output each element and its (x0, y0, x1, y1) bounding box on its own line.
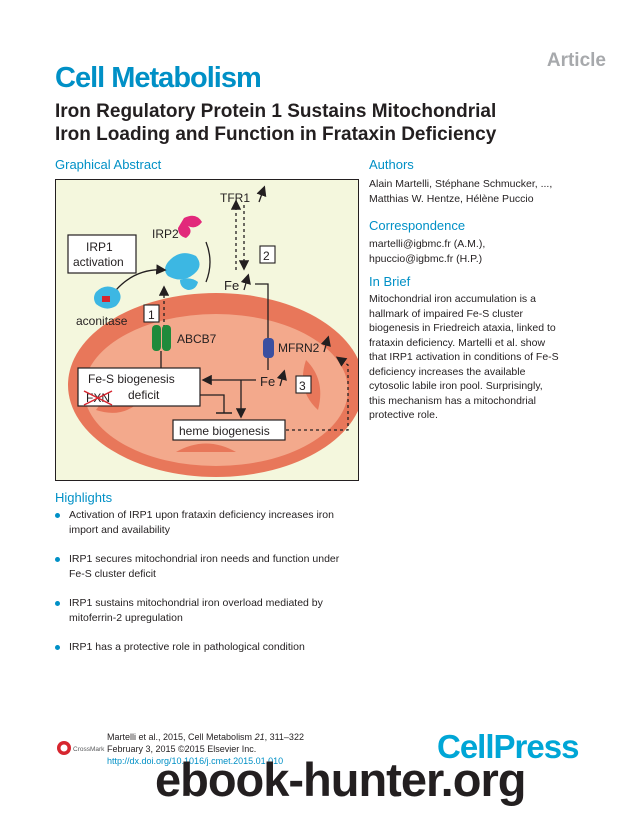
citation-volume: 21 (254, 732, 265, 742)
in-brief-line: cytosolic labile iron pool. Surprisingly… (369, 380, 543, 392)
bullet-icon (55, 513, 60, 518)
citation-block: Martelli et al., 2015, Cell Metabolism 2… (107, 731, 304, 767)
graphical-abstract: TFR1 IRP2 IRP1 activation 2 Fe aconitase… (55, 179, 359, 481)
abcb7-transporter-left (152, 325, 161, 351)
svg-text:CrossMark: CrossMark (73, 746, 105, 753)
irp1-protein-lower (180, 278, 198, 290)
in-brief-heading: In Brief (369, 274, 411, 289)
highlight-item: IRP1 secures mitochondrial iron needs an… (55, 552, 355, 582)
in-brief-line: this mechanism has a mitochondrial (369, 394, 536, 407)
step-2-label: 2 (263, 249, 270, 263)
fe-mito-up-arrow (276, 369, 287, 387)
mfrn2-up-arrow (320, 335, 331, 353)
irp1-activation-line1: IRP1 (86, 240, 113, 254)
graphical-abstract-diagram: TFR1 IRP2 IRP1 activation 2 Fe aconitase… (67, 185, 358, 477)
fxn-cross-2 (83, 390, 113, 406)
article-type-tag: Article (546, 50, 606, 71)
fe-mito-label: Fe (260, 374, 275, 389)
abcb7-transporter-right (162, 325, 171, 351)
authors-line-1: Alain Martelli, Stéphane Schmucker, ..., (369, 178, 553, 190)
in-brief-line: biogenesis in Friedreich ataxia, linked … (369, 322, 556, 334)
highlight-line: IRP1 secures mitochondrial iron needs an… (69, 553, 340, 565)
mfrn2-label: MFRN2 (278, 341, 320, 355)
tfr1-label: TFR1 (220, 191, 250, 205)
fe-to-mfrn2-line (255, 283, 269, 342)
authors-line-2: Matthias W. Hentze, Hélène Puccio (369, 192, 534, 205)
in-brief-line: Mitochondrial iron accumulation is a (369, 293, 536, 305)
fes-biogenesis-line1: Fe-S biogenesis (88, 372, 175, 386)
mfrn2-dashed-feedback (286, 356, 349, 431)
journal-name: Cell Metabolism (55, 62, 262, 94)
bullet-icon (55, 557, 60, 562)
fes-inhibition-line (200, 394, 225, 413)
irp1-activation-line2: activation (73, 255, 124, 269)
authors-list: Alain Martelli, Stéphane Schmucker, ...,… (369, 177, 609, 206)
highlight-line: Fe-S cluster deficit (69, 568, 156, 580)
mfrn2-transporter (263, 338, 274, 358)
highlights-heading: Highlights (55, 490, 113, 505)
highlight-line: mitoferrin-2 upregulation (69, 612, 183, 624)
irp-bracket (205, 241, 211, 283)
activation-arrow (115, 264, 167, 291)
authors-heading: Authors (369, 157, 414, 172)
highlight-item: IRP1 sustains mitochondrial iron overloa… (55, 596, 355, 626)
highlight-item: IRP1 has a protective role in pathologic… (55, 640, 355, 655)
cellpress-logo: CellPress (437, 728, 579, 765)
in-brief-line: frataxin deficiency. Martelli et al. sho… (369, 336, 546, 349)
highlight-line: IRP1 sustains mitochondrial iron overloa… (69, 597, 323, 609)
aconitase-label: aconitase (76, 314, 128, 328)
highlight-line: import and availability (69, 524, 170, 536)
citation-pages: , 311–322 (264, 732, 304, 742)
title-line-2: Iron Loading and Function in Frataxin De… (55, 124, 497, 145)
in-brief-line: hallmark of impaired Fe-S cluster (369, 307, 524, 320)
step-3-box (295, 375, 312, 394)
heme-biogenesis-box (172, 419, 286, 441)
article-title: Iron Regulatory Protein 1 Sustains Mitoc… (55, 100, 575, 146)
title-line-1: Iron Regulatory Protein 1 Sustains Mitoc… (55, 101, 497, 122)
in-brief-line: protective role. (369, 409, 438, 421)
crista (302, 360, 321, 410)
correspondence-line-1[interactable]: martelli@igbmc.fr (A.M.), (369, 238, 486, 250)
bullet-icon (55, 645, 60, 650)
doi-link[interactable]: http://dx.doi.org/10.1016/j.cmet.2015.01… (107, 756, 284, 766)
correspondence-heading: Correspondence (369, 218, 466, 233)
in-brief-text: Mitochondrial iron accumulation is a hal… (369, 292, 614, 423)
crista (176, 443, 236, 452)
irp1-activation-box (67, 234, 137, 274)
highlight-line: IRP1 has a protective role in pathologic… (69, 641, 305, 653)
step-1-label: 1 (148, 308, 155, 322)
irp1-protein (165, 253, 200, 280)
highlights-list: Activation of IRP1 upon frataxin deficie… (55, 508, 355, 669)
aconitase-cluster (102, 296, 110, 302)
in-brief-line: deficiency increases the available (369, 365, 526, 378)
fes-biogenesis-line2: deficit (128, 388, 160, 402)
highlight-line: Activation of IRP1 upon frataxin deficie… (69, 509, 334, 521)
heme-biogenesis-label: heme biogenesis (179, 424, 270, 438)
irp2-protein (178, 215, 202, 238)
crossmark-icon: CrossMark (57, 741, 105, 755)
step-1-box (143, 304, 160, 323)
fe-cytosolic-label: Fe (224, 278, 239, 293)
fe-cytosolic-up-arrow (240, 273, 251, 291)
citation-date: February 3, 2015 ©2015 Elsevier Inc. (107, 744, 257, 754)
fes-biogenesis-box (77, 367, 201, 407)
crossmark-logo[interactable]: CrossMark (56, 739, 106, 757)
irp2-label: IRP2 (152, 227, 179, 241)
in-brief-line: that IRP1 activation in conditions of Fe… (369, 351, 559, 363)
abcb7-label: ABCB7 (177, 332, 217, 346)
highlight-item: Activation of IRP1 upon frataxin deficie… (55, 508, 355, 538)
step-3-label: 3 (299, 379, 306, 393)
bullet-icon (55, 601, 60, 606)
step-2-box (259, 245, 276, 264)
watermark-text: ebook-hunter.org (155, 753, 526, 806)
tfr1-up-arrow (256, 185, 267, 203)
graphical-abstract-heading: Graphical Abstract (55, 157, 162, 172)
correspondence-line-2[interactable]: hpuccio@igbmc.fr (H.P.) (369, 252, 483, 265)
citation-line: Martelli et al., 2015, Cell Metabolism 2… (107, 731, 304, 743)
correspondence-emails: martelli@igbmc.fr (A.M.), hpuccio@igbmc.… (369, 237, 609, 266)
citation-prefix: Martelli et al., 2015, Cell Metabolism (107, 732, 255, 742)
